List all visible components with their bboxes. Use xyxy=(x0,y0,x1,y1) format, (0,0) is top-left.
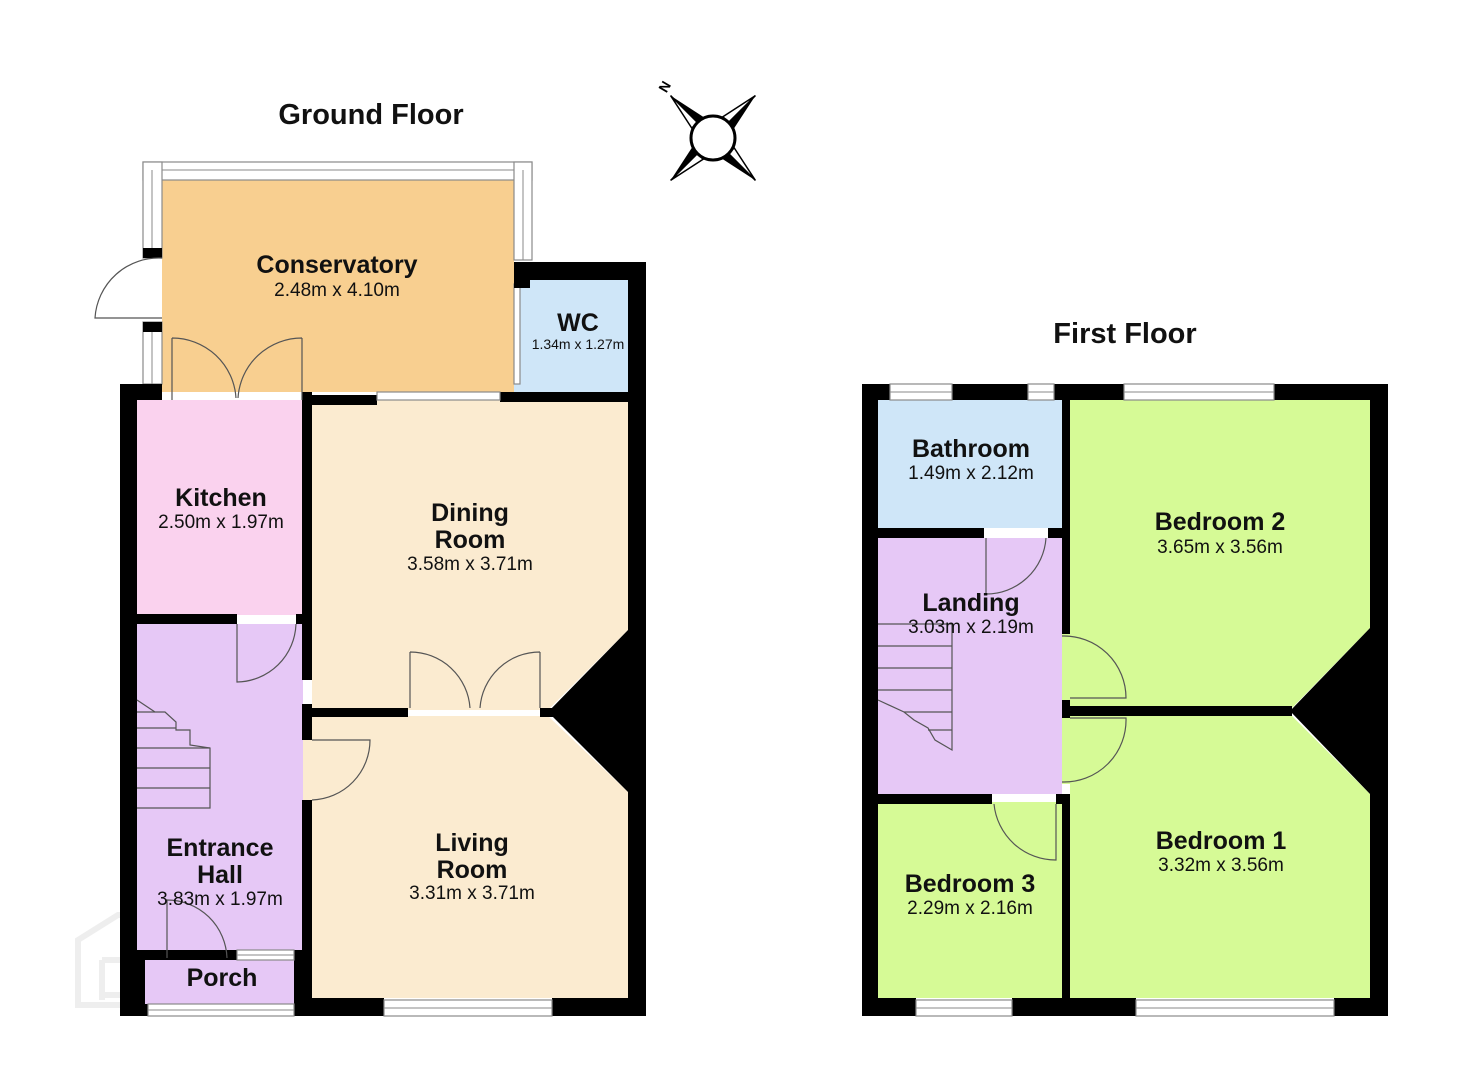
bedroom-3-dims: 2.29m x 2.16m xyxy=(907,898,1033,919)
living-room-floor xyxy=(312,716,628,998)
entrance-hall-label-line2: Hall xyxy=(197,861,243,889)
landing-dims: 3.03m x 2.19m xyxy=(908,617,1034,638)
bathroom-dims: 1.49m x 2.12m xyxy=(908,463,1034,484)
bedroom-2-label: Bedroom 2 xyxy=(1155,508,1286,536)
first-floor-title: First Floor xyxy=(1053,318,1196,350)
conservatory-label: Conservatory xyxy=(256,251,417,279)
bedroom-3-label: Bedroom 3 xyxy=(905,870,1036,898)
first-floor-walls xyxy=(862,384,1388,1016)
bedroom-1-label: Bedroom 1 xyxy=(1156,827,1287,855)
kitchen-dims: 2.50m x 1.97m xyxy=(158,512,284,533)
compass-north-label: N xyxy=(655,78,674,95)
first-floor-windows xyxy=(889,383,1335,1017)
living-room-label-line2: Room xyxy=(437,856,508,884)
bathroom-label: Bathroom xyxy=(912,435,1030,463)
conservatory-glazing xyxy=(142,161,533,385)
first-floor-stairs xyxy=(877,623,953,752)
conservatory-floor xyxy=(162,180,514,392)
bedroom-2-dims: 3.65m x 3.56m xyxy=(1157,537,1283,558)
ground-floor: Ground Floor Conservatory 2.48m x 4.10m … xyxy=(75,99,646,1017)
bathroom-floor xyxy=(878,400,1062,528)
hall-side-floor xyxy=(303,740,312,800)
entrance-hall-floor xyxy=(137,624,303,954)
bedroom-1-floor xyxy=(1070,716,1370,998)
compass-rose-icon: N xyxy=(655,78,757,182)
landing-label: Landing xyxy=(922,589,1019,617)
ground-floor-windows xyxy=(147,391,553,1017)
landing-floor xyxy=(878,538,1062,794)
kitchen-label: Kitchen xyxy=(175,484,267,512)
porch-floor xyxy=(137,958,303,1004)
entrance-hall-label-line1: Entrance xyxy=(167,834,274,862)
kitchen-floor xyxy=(137,400,303,615)
bedroom-1-dims: 3.32m x 3.56m xyxy=(1158,855,1284,876)
entrance-hall-dims: 3.83m x 1.97m xyxy=(157,889,283,910)
first-floor: First Floor Bathroom 1.49m x 2.12m Landi… xyxy=(862,318,1388,1017)
wc-floor xyxy=(514,280,628,392)
conservatory-door-swing xyxy=(94,257,163,319)
ground-floor-title: Ground Floor xyxy=(278,99,463,131)
dining-room-floor xyxy=(312,400,628,710)
living-room-dims: 3.31m x 3.71m xyxy=(409,883,535,904)
dining-room-label-line1: Dining xyxy=(431,499,509,527)
wc-dims: 1.34m x 1.27m xyxy=(532,336,625,352)
bedroom-3-floor xyxy=(878,802,1062,998)
conservatory-dims: 2.48m x 4.10m xyxy=(274,280,400,301)
ground-floor-doors xyxy=(166,337,541,959)
ground-floor-walls xyxy=(120,262,646,1016)
dining-room-label-line2: Room xyxy=(435,526,506,554)
dining-room-dims: 3.58m x 3.71m xyxy=(407,554,533,575)
wc-label: WC xyxy=(557,309,599,337)
porch-label: Porch xyxy=(187,964,258,992)
first-floor-doors xyxy=(985,537,1127,861)
living-room-label-line1: Living xyxy=(435,829,509,857)
ground-floor-stairs xyxy=(136,699,211,809)
bedroom-2-floor xyxy=(1070,400,1370,708)
